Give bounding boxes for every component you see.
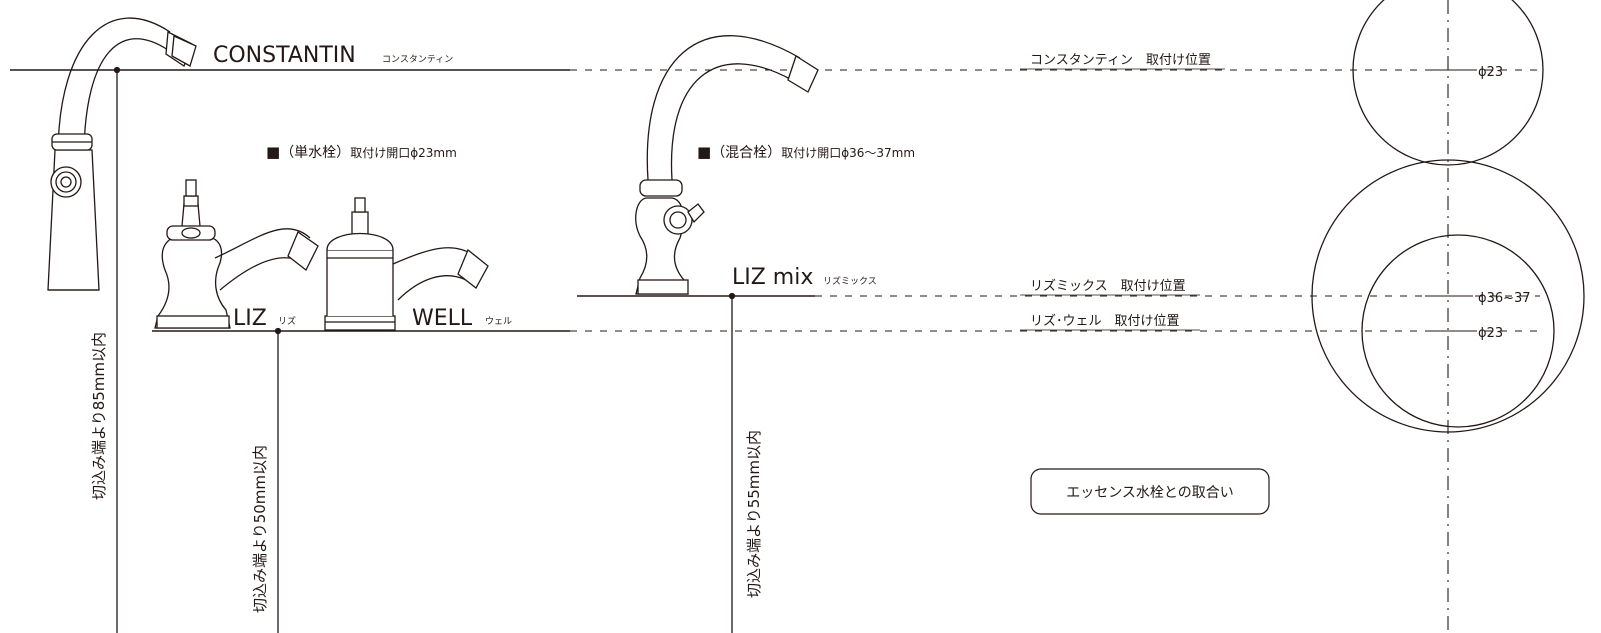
circle-top-label: ϕ23 xyxy=(1478,65,1503,80)
dashed-guide-lines xyxy=(570,69,1540,332)
well-name: WELL xyxy=(412,306,473,331)
circle-bottom-phi23 xyxy=(1361,234,1555,428)
lizmix-faucet-drawing xyxy=(635,35,819,295)
lizmix-kana: リズミックス xyxy=(823,275,877,287)
liz-kana: リズ xyxy=(278,315,296,327)
constantin-faucet-drawing xyxy=(47,17,197,291)
dim-text-lizwell: 切込み端より50mm以内 xyxy=(251,445,269,613)
lizmix-name: LIZ mix xyxy=(732,265,813,290)
mixer-heading: ■（混合栓）取付け開口ϕ36〜37mm xyxy=(697,143,915,161)
single-heading: ■（単水栓）取付け開口ϕ23mm xyxy=(266,143,457,161)
note-text: エッセンス水栓との取合い xyxy=(1066,485,1234,501)
circle-middle-label: ϕ36~37 xyxy=(1478,291,1531,306)
liz-faucet-drawing xyxy=(154,179,319,329)
lizwell-position-label: リズ･ウェル 取付け位置 xyxy=(1030,313,1180,329)
dim-text-lizmix: 切込み端より55mm以内 xyxy=(745,430,763,598)
constantin-position-label: コンスタンティン 取付け位置 xyxy=(1030,53,1211,68)
circle-phi36 xyxy=(1311,159,1585,433)
circle-top-phi23 xyxy=(1352,0,1544,166)
circle-bottom-label: ϕ23 xyxy=(1478,326,1503,341)
liz-name: LIZ xyxy=(233,306,267,331)
well-kana: ウェル xyxy=(485,316,512,327)
constantin-kana: コンスタンティン xyxy=(382,54,453,65)
dim-text-constantin: 切込み端より85mm以内 xyxy=(90,332,108,500)
note-box: エッセンス水栓との取合い xyxy=(1030,468,1270,515)
well-faucet-drawing xyxy=(324,197,489,331)
constantin-name: CONSTANTIN xyxy=(213,43,356,68)
lizmix-position-label: リズミックス 取付け位置 xyxy=(1030,278,1186,294)
